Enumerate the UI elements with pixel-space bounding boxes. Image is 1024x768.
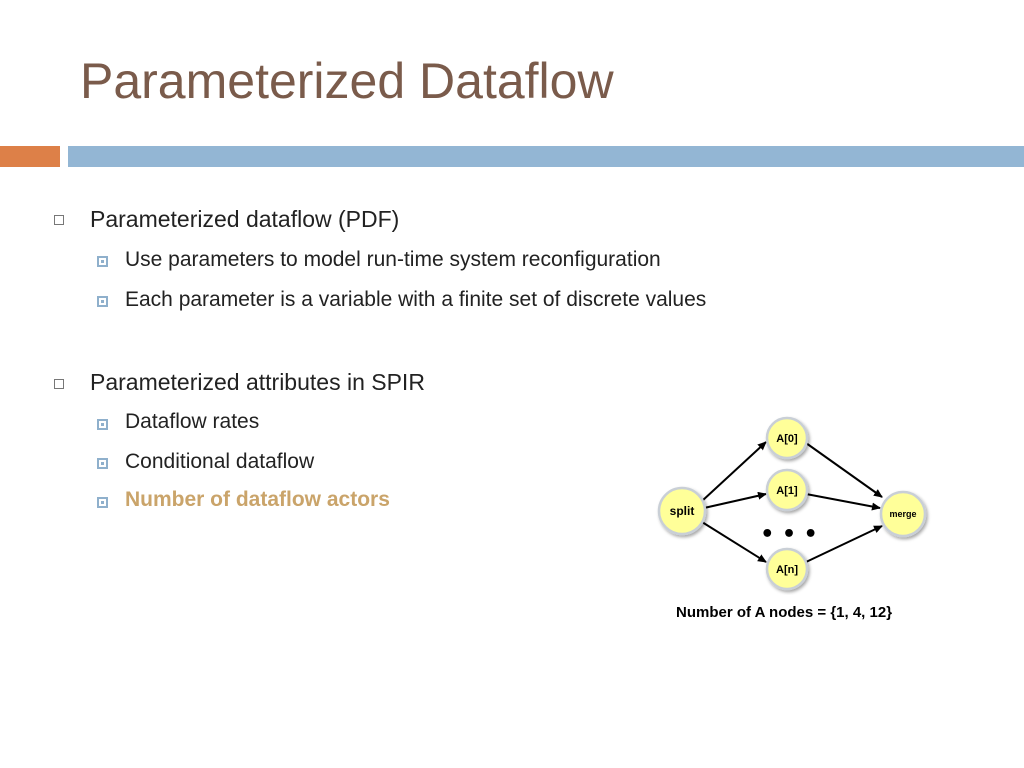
ellipsis: • • •: [760, 522, 818, 547]
node-split: split: [657, 486, 707, 536]
diagram-caption: Number of A nodes = {1, 4, 12}: [676, 604, 893, 621]
node-split-label: split: [670, 504, 695, 518]
accent-bar-blue: [68, 146, 1024, 167]
sub-bullet-conditional: Conditional dataflow: [125, 450, 315, 473]
accent-bar-orange: [0, 146, 60, 167]
dataflow-diagram: split A[0] A[1] A[n] merge • • •: [657, 416, 927, 591]
sub-bullet-icon: [97, 419, 108, 430]
sub-bullet-parameters: Use parameters to model run-time system …: [125, 248, 661, 271]
node-an-label: A[n]: [776, 564, 798, 576]
node-merge: merge: [879, 490, 927, 538]
edge-split-a0: [701, 441, 767, 502]
edge-split-an: [701, 521, 767, 563]
bullet-spir: Parameterized attributes in SPIR: [90, 369, 425, 395]
sub-bullet-icon: [97, 458, 108, 469]
sub-bullet-icon: [97, 256, 108, 267]
bullet-square-icon: [54, 215, 64, 225]
node-a1-label: A[1]: [776, 485, 798, 497]
sub-bullet-variable: Each parameter is a variable with a fini…: [125, 288, 707, 311]
node-a0: A[0]: [765, 416, 809, 460]
bullet-square-icon: [54, 379, 64, 389]
sub-bullet-rates: Dataflow rates: [125, 410, 260, 433]
node-merge-label: merge: [889, 509, 916, 519]
node-a0-label: A[0]: [776, 433, 798, 445]
bullet-pdf: Parameterized dataflow (PDF): [90, 206, 400, 232]
node-an: A[n]: [765, 547, 809, 591]
node-a1: A[1]: [765, 468, 809, 512]
edge-split-a1: [703, 491, 767, 509]
slide-title: Parameterized Dataflow: [80, 53, 614, 109]
sub-bullet-icon: [97, 497, 108, 508]
edge-a1-merge: [805, 493, 881, 511]
edge-a0-merge: [805, 442, 883, 498]
sub-bullet-actors: Number of dataflow actors: [125, 488, 390, 511]
edge-an-merge: [805, 525, 883, 563]
sub-bullet-icon: [97, 296, 108, 307]
